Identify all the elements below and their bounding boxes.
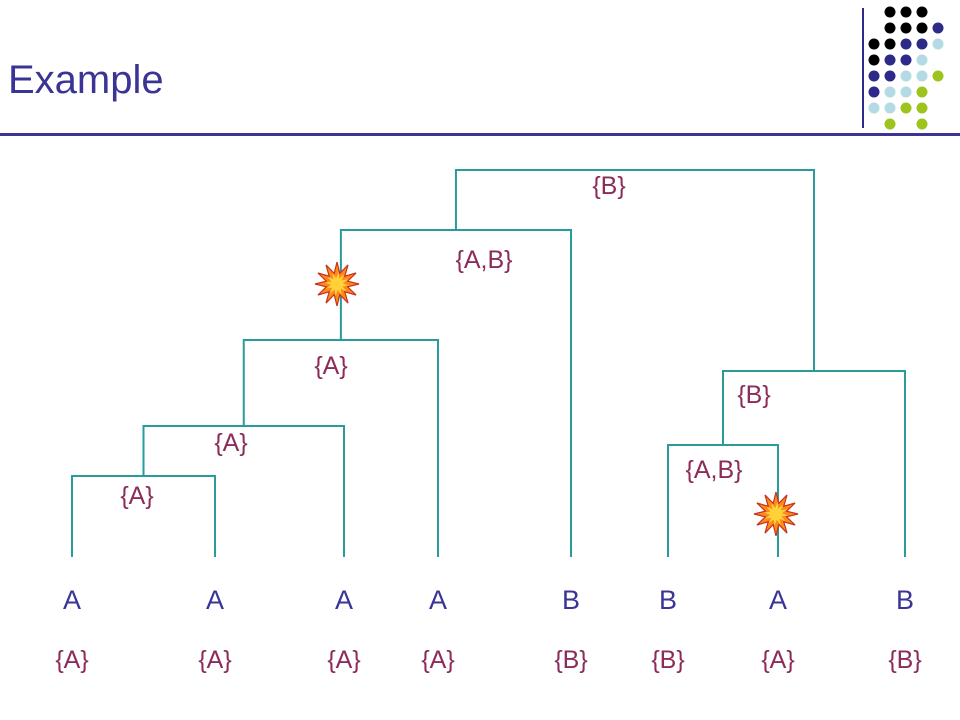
slide-title: Example [8, 58, 164, 102]
logo-dot [932, 22, 944, 34]
logo-dot [868, 70, 880, 82]
logo-dot [916, 54, 928, 66]
leaf-label: A [769, 585, 787, 615]
logo-dot [900, 38, 912, 50]
logo-dot [916, 6, 928, 18]
branch-root [454, 169, 815, 371]
logo-dot [900, 22, 912, 34]
logo-dot [916, 22, 928, 34]
logo-dot [900, 6, 912, 18]
logo-dot [868, 86, 880, 98]
node-set-label-n5: {A,B} [686, 456, 743, 484]
logo-dot [916, 102, 928, 114]
logo-dot [916, 118, 928, 130]
leaf-label: B [562, 585, 580, 615]
leaf-label: A [429, 585, 447, 615]
leaf-set-label: {B} [554, 646, 587, 674]
node-set-label-n4: {A,B} [456, 246, 513, 274]
burst-core [764, 502, 788, 526]
leaf-label: A [206, 585, 224, 615]
logo-dot [900, 86, 912, 98]
logo-dot [868, 102, 880, 114]
logo-dot [884, 70, 896, 82]
leaf-set-label: {A} [761, 646, 794, 674]
node-set-label-n1: {A} [120, 482, 153, 510]
leaf-set-label: {A} [198, 646, 231, 674]
logo-dot [900, 102, 912, 114]
branch-n4-left [339, 229, 572, 557]
logo-dot [916, 70, 928, 82]
leaf-label: B [896, 585, 914, 615]
logo-dot [932, 70, 944, 82]
leaf-label: A [63, 585, 81, 615]
logo-dot [884, 54, 896, 66]
logo-dot [916, 86, 928, 98]
logo-dot [884, 118, 896, 130]
logo-dot [900, 70, 912, 82]
mutation-burst-left-icon [314, 261, 360, 307]
logo-dot [884, 102, 896, 114]
leaf-set-label: {A} [327, 646, 360, 674]
leaf-set-label: {B} [888, 646, 921, 674]
mutation-burst-right-icon [753, 491, 799, 537]
title-divider [0, 133, 960, 136]
burst-core [325, 272, 349, 296]
dot-grid-logo [862, 6, 944, 130]
node-set-label-root: {B} [592, 172, 625, 200]
logo-dot [916, 38, 928, 50]
node-set-label-n2: {A} [214, 429, 247, 457]
leaf-set-label: {A} [421, 646, 454, 674]
logo-dot [932, 38, 944, 50]
leaf-label: A [335, 585, 353, 615]
leaf-label: B [659, 585, 677, 615]
logo-dot [884, 22, 896, 34]
leaf-set-label: {A} [55, 646, 88, 674]
leaf-set-label: {B} [651, 646, 684, 674]
logo-dot [868, 54, 880, 66]
logo-dot [884, 6, 896, 18]
node-set-label-n6: {B} [737, 381, 770, 409]
logo-dot [884, 38, 896, 50]
node-set-label-n3: {A} [314, 352, 347, 380]
logo-dot [884, 86, 896, 98]
logo-dot [868, 38, 880, 50]
logo-dot [900, 54, 912, 66]
